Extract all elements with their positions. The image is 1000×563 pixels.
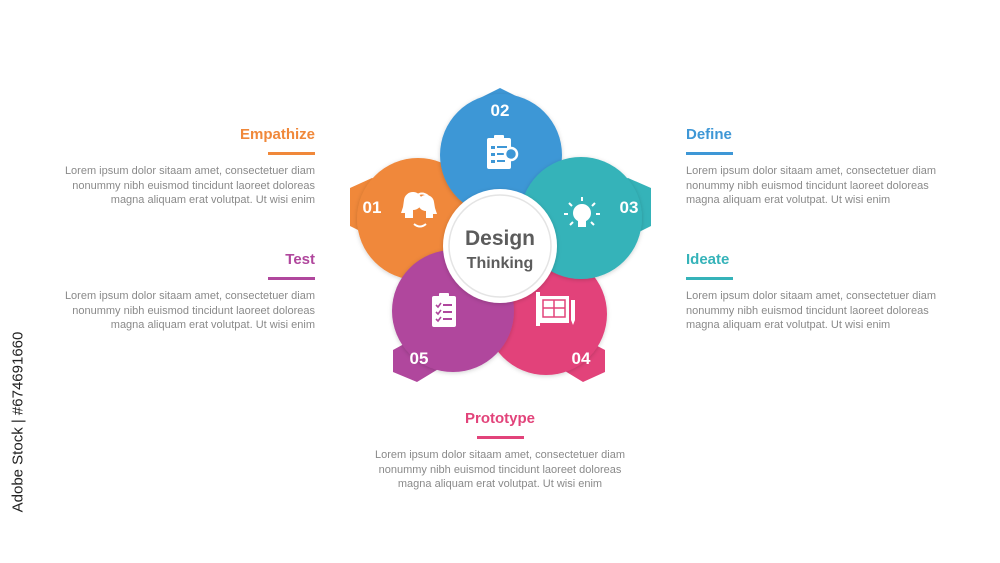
center-title-line2: Thinking — [467, 255, 534, 272]
description-line: magna aliquam erat volutpat. Ut wisi eni… — [110, 194, 315, 206]
step-test: Test Lorem ipsum dolor sitaam amet, cons… — [60, 251, 315, 333]
step-description: Lorem ipsum dolor sitaam amet, consectet… — [60, 289, 315, 333]
step-description: Lorem ipsum dolor sitaam amet, consectet… — [686, 289, 941, 333]
step-divider — [476, 436, 524, 439]
center-inner — [448, 194, 552, 298]
step-number-04: 04 — [572, 349, 591, 368]
step-prototype: Prototype Lorem ipsum dolor sitaam amet,… — [368, 410, 632, 492]
description-line: magna aliquam erat volutpat. Ut wisi eni… — [397, 478, 603, 490]
step-empathize: Empathize Lorem ipsum dolor sitaam amet,… — [60, 126, 315, 208]
watermark-text: Adobe Stock | #674691660 — [9, 331, 27, 513]
checklist-icon — [432, 293, 456, 327]
blueprint-pencil-icon — [536, 292, 575, 326]
step-title: Empathize — [239, 126, 315, 143]
step-number-03: 03 — [620, 198, 639, 217]
stock-watermark: Adobe Stock | #674691660 — [4, 322, 32, 522]
step-ideate: Ideate Lorem ipsum dolor sitaam amet, co… — [686, 251, 941, 333]
description-line: nonummy nibh euismod tincidunt laoreet d… — [686, 304, 929, 317]
center-title-line1: Design — [465, 227, 535, 250]
step-title: Ideate — [686, 251, 730, 268]
description-line: magna aliquam erat volutpat. Ut wisi eni… — [686, 319, 891, 331]
step-number-02: 02 — [491, 101, 510, 120]
description-line: nonummy nibh euismod tincidunt laoreet d… — [378, 463, 622, 476]
step-title: Prototype — [464, 410, 535, 427]
clipboard-magnifier-icon — [487, 135, 519, 169]
description-line: nonummy nibh euismod tincidunt laoreet d… — [72, 304, 315, 317]
step-divider — [268, 152, 315, 155]
step-divider — [686, 152, 733, 155]
description-line: magna aliquam erat volutpat. Ut wisi eni… — [686, 194, 891, 206]
step-number-05: 05 — [410, 349, 429, 368]
step-divider — [268, 277, 315, 280]
description-line: Lorem ipsum dolor sitaam amet, consectet… — [64, 165, 315, 177]
lightbulb-icon — [564, 197, 600, 227]
step-description: Lorem ipsum dolor sitaam amet, consectet… — [60, 164, 315, 208]
head-exchange-icon — [401, 192, 437, 228]
description-line: nonummy nibh euismod tincidunt laoreet d… — [686, 179, 929, 192]
description-line: magna aliquam erat volutpat. Ut wisi eni… — [110, 319, 315, 331]
step-define: Define Lorem ipsum dolor sitaam amet, co… — [686, 126, 941, 208]
step-description: Lorem ipsum dolor sitaam amet, consectet… — [368, 448, 632, 492]
step-number-01: 01 — [363, 198, 382, 217]
description-line: Lorem ipsum dolor sitaam amet, consectet… — [686, 165, 937, 177]
step-title: Define — [686, 126, 732, 143]
description-line: Lorem ipsum dolor sitaam amet, consectet… — [374, 449, 626, 461]
step-description: Lorem ipsum dolor sitaam amet, consectet… — [686, 164, 941, 208]
description-line: nonummy nibh euismod tincidunt laoreet d… — [72, 179, 315, 192]
step-divider — [686, 277, 733, 280]
step-title: Test — [285, 251, 315, 268]
description-line: Lorem ipsum dolor sitaam amet, consectet… — [64, 290, 315, 302]
description-line: Lorem ipsum dolor sitaam amet, consectet… — [686, 290, 937, 302]
